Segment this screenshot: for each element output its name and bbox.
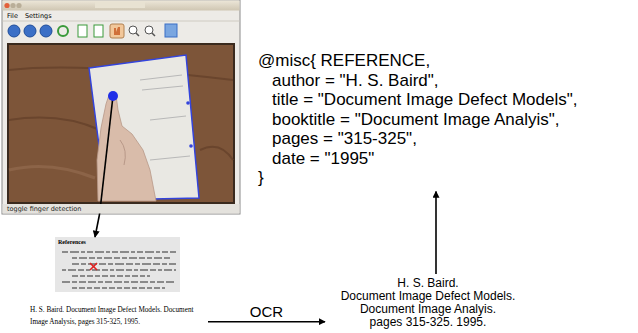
hand: [97, 95, 156, 201]
tool-icon: [40, 25, 52, 37]
flow-arrow: [95, 214, 100, 237]
status-text: toggle finger detection: [7, 205, 239, 214]
fingertip-dot: [108, 91, 118, 101]
close-button: [4, 3, 9, 8]
wood-grain: [9, 118, 100, 130]
menu-separator: [3, 21, 240, 22]
bibtex-line: title = "Document Image Defect Models",: [258, 90, 577, 110]
crop-text-line: [62, 281, 176, 283]
zoom-icon: [145, 26, 153, 34]
crop-text-line: [72, 263, 176, 265]
ocr-line: Document Image Analyis.: [328, 303, 528, 316]
title-bar: [3, 1, 240, 11]
menu-item: Settings: [25, 12, 52, 21]
tool-icon: [24, 25, 36, 37]
hand-glyph: [114, 27, 120, 35]
desk-wood: [9, 45, 233, 202]
paper-text-line: [140, 75, 182, 80]
page-icon: [78, 25, 87, 37]
edge-label: OCR: [248, 303, 285, 320]
tool-icon: [8, 25, 20, 37]
pointer-line: [100, 96, 113, 214]
wood-grain: [200, 147, 233, 160]
section-heading: References: [58, 239, 177, 246]
window-frame: [2, 0, 240, 214]
wood-grain: [9, 166, 95, 178]
ocr-line: Document Image Defect Models.: [328, 290, 528, 303]
menu-item: File: [7, 12, 18, 21]
app-window: File Settings toggle finger detection: [2, 0, 240, 214]
page-icon: [94, 25, 103, 37]
reference-snippet: H. S. Baird. Document Image Defect Model…: [30, 304, 204, 328]
corner-marker: [189, 144, 193, 148]
bibtex-record: @misc{ REFERENCE,author = "H. S. Baird",…: [258, 51, 577, 188]
flow-arrow: [435, 192, 437, 275]
bibtex-line: booktitle = "Document Image Analyis",: [258, 110, 577, 130]
ocr-line: pages 315-325. 1995.: [328, 316, 528, 329]
refresh-icon: [58, 26, 68, 36]
status-bar: [3, 204, 240, 214]
ocr-output: H. S. Baird.Document Image Defect Models…: [328, 277, 528, 329]
bibtex-line: pages = "315-325",: [258, 129, 577, 149]
document-crop: [55, 237, 180, 292]
crop-text-line: [62, 269, 176, 271]
image-frame: [7, 43, 235, 204]
bibtex-line: @misc{ REFERENCE,: [258, 51, 577, 71]
zoom-handle: [152, 33, 155, 36]
bibtex-line: date = "1995": [258, 149, 577, 169]
target-mark: [90, 263, 97, 270]
hand-crease: [120, 140, 125, 165]
crop-text-line: [62, 251, 176, 253]
hand-tool-icon: [110, 24, 124, 38]
target-mark: [90, 263, 97, 270]
title-plate: [95, 2, 145, 8]
zoom-handle: [136, 33, 139, 36]
minimize-button: [10, 3, 15, 8]
document-crop: References: [55, 237, 180, 292]
maximize-button: [16, 3, 21, 8]
paper-text-line: [142, 86, 183, 90]
reference-text: H. S. Baird. Document Image Defect Model…: [30, 304, 204, 328]
corner-marker: [186, 101, 190, 105]
ocr-line: H. S. Baird.: [328, 277, 528, 290]
paper-text-line: [150, 156, 190, 160]
flow-arrow: [208, 321, 325, 323]
zoom-icon: [129, 26, 137, 34]
paper-sheet: [89, 55, 199, 200]
bibtex-line: author = "H. S. Baird",: [258, 71, 577, 91]
crop-text-line: [72, 275, 150, 277]
paper-text-line: [150, 116, 186, 120]
crop-text-line: [72, 287, 165, 289]
crop-text-line: [72, 257, 170, 259]
bibtex-line: }: [258, 168, 577, 188]
fit-icon: [165, 24, 177, 37]
